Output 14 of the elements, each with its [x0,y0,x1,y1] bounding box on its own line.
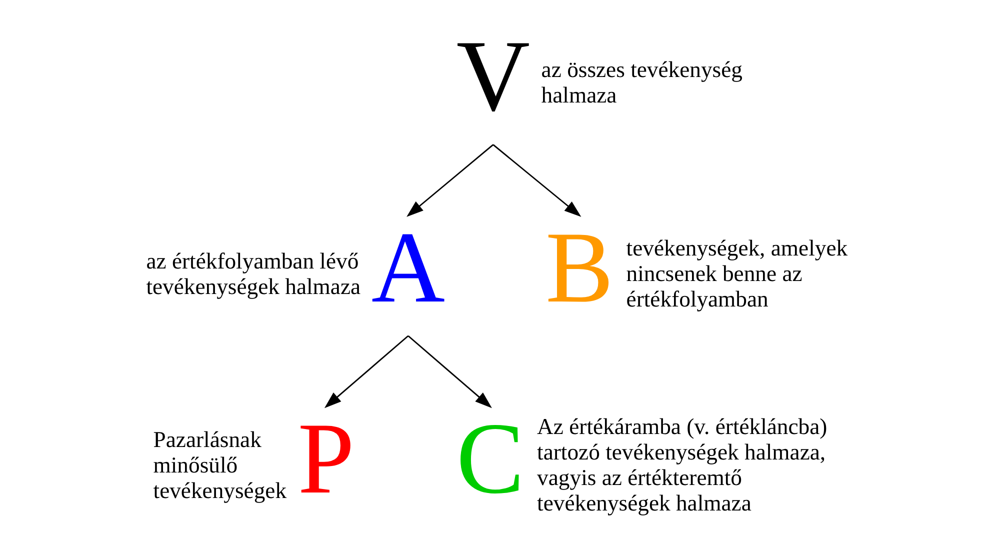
arrow [492,144,581,217]
arrow [324,335,408,408]
node-text: A [370,211,445,324]
node-text: P [297,402,354,516]
node-label: az értékfolyamban lévő tevékenységek halmaza [146,248,360,299]
node-text: V [456,20,530,134]
node-label: tevékenységek, amelyek nincsenek benne az értékfolyamban [626,236,848,312]
arrow [406,144,494,217]
node-label: Az értékáramba (v. értékláncba) tartozó tevékenységek halmaza, vagyis az értékteremtő tevékenységek halmaza [536,414,827,516]
node-text: C [456,402,524,516]
arrow [407,335,492,408]
node-label: Pazarlásnak minősülő tevékenységek [152,426,286,503]
node-text: B [545,211,614,324]
node-label: az összes tevékenység halmaza [540,57,742,108]
